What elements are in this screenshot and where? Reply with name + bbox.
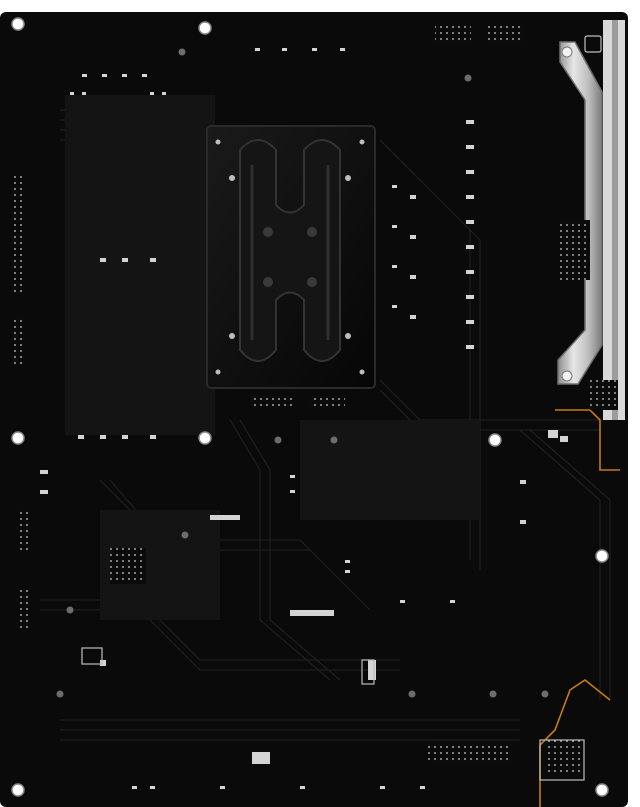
surface-components (40, 48, 568, 789)
pcb-trace-fields (65, 95, 480, 620)
connector-outlines (81, 35, 602, 781)
pin-headers (10, 26, 618, 776)
mounting-holes (11, 17, 609, 797)
heatsink-bracket (557, 20, 625, 420)
cpu-backplate (206, 125, 376, 389)
